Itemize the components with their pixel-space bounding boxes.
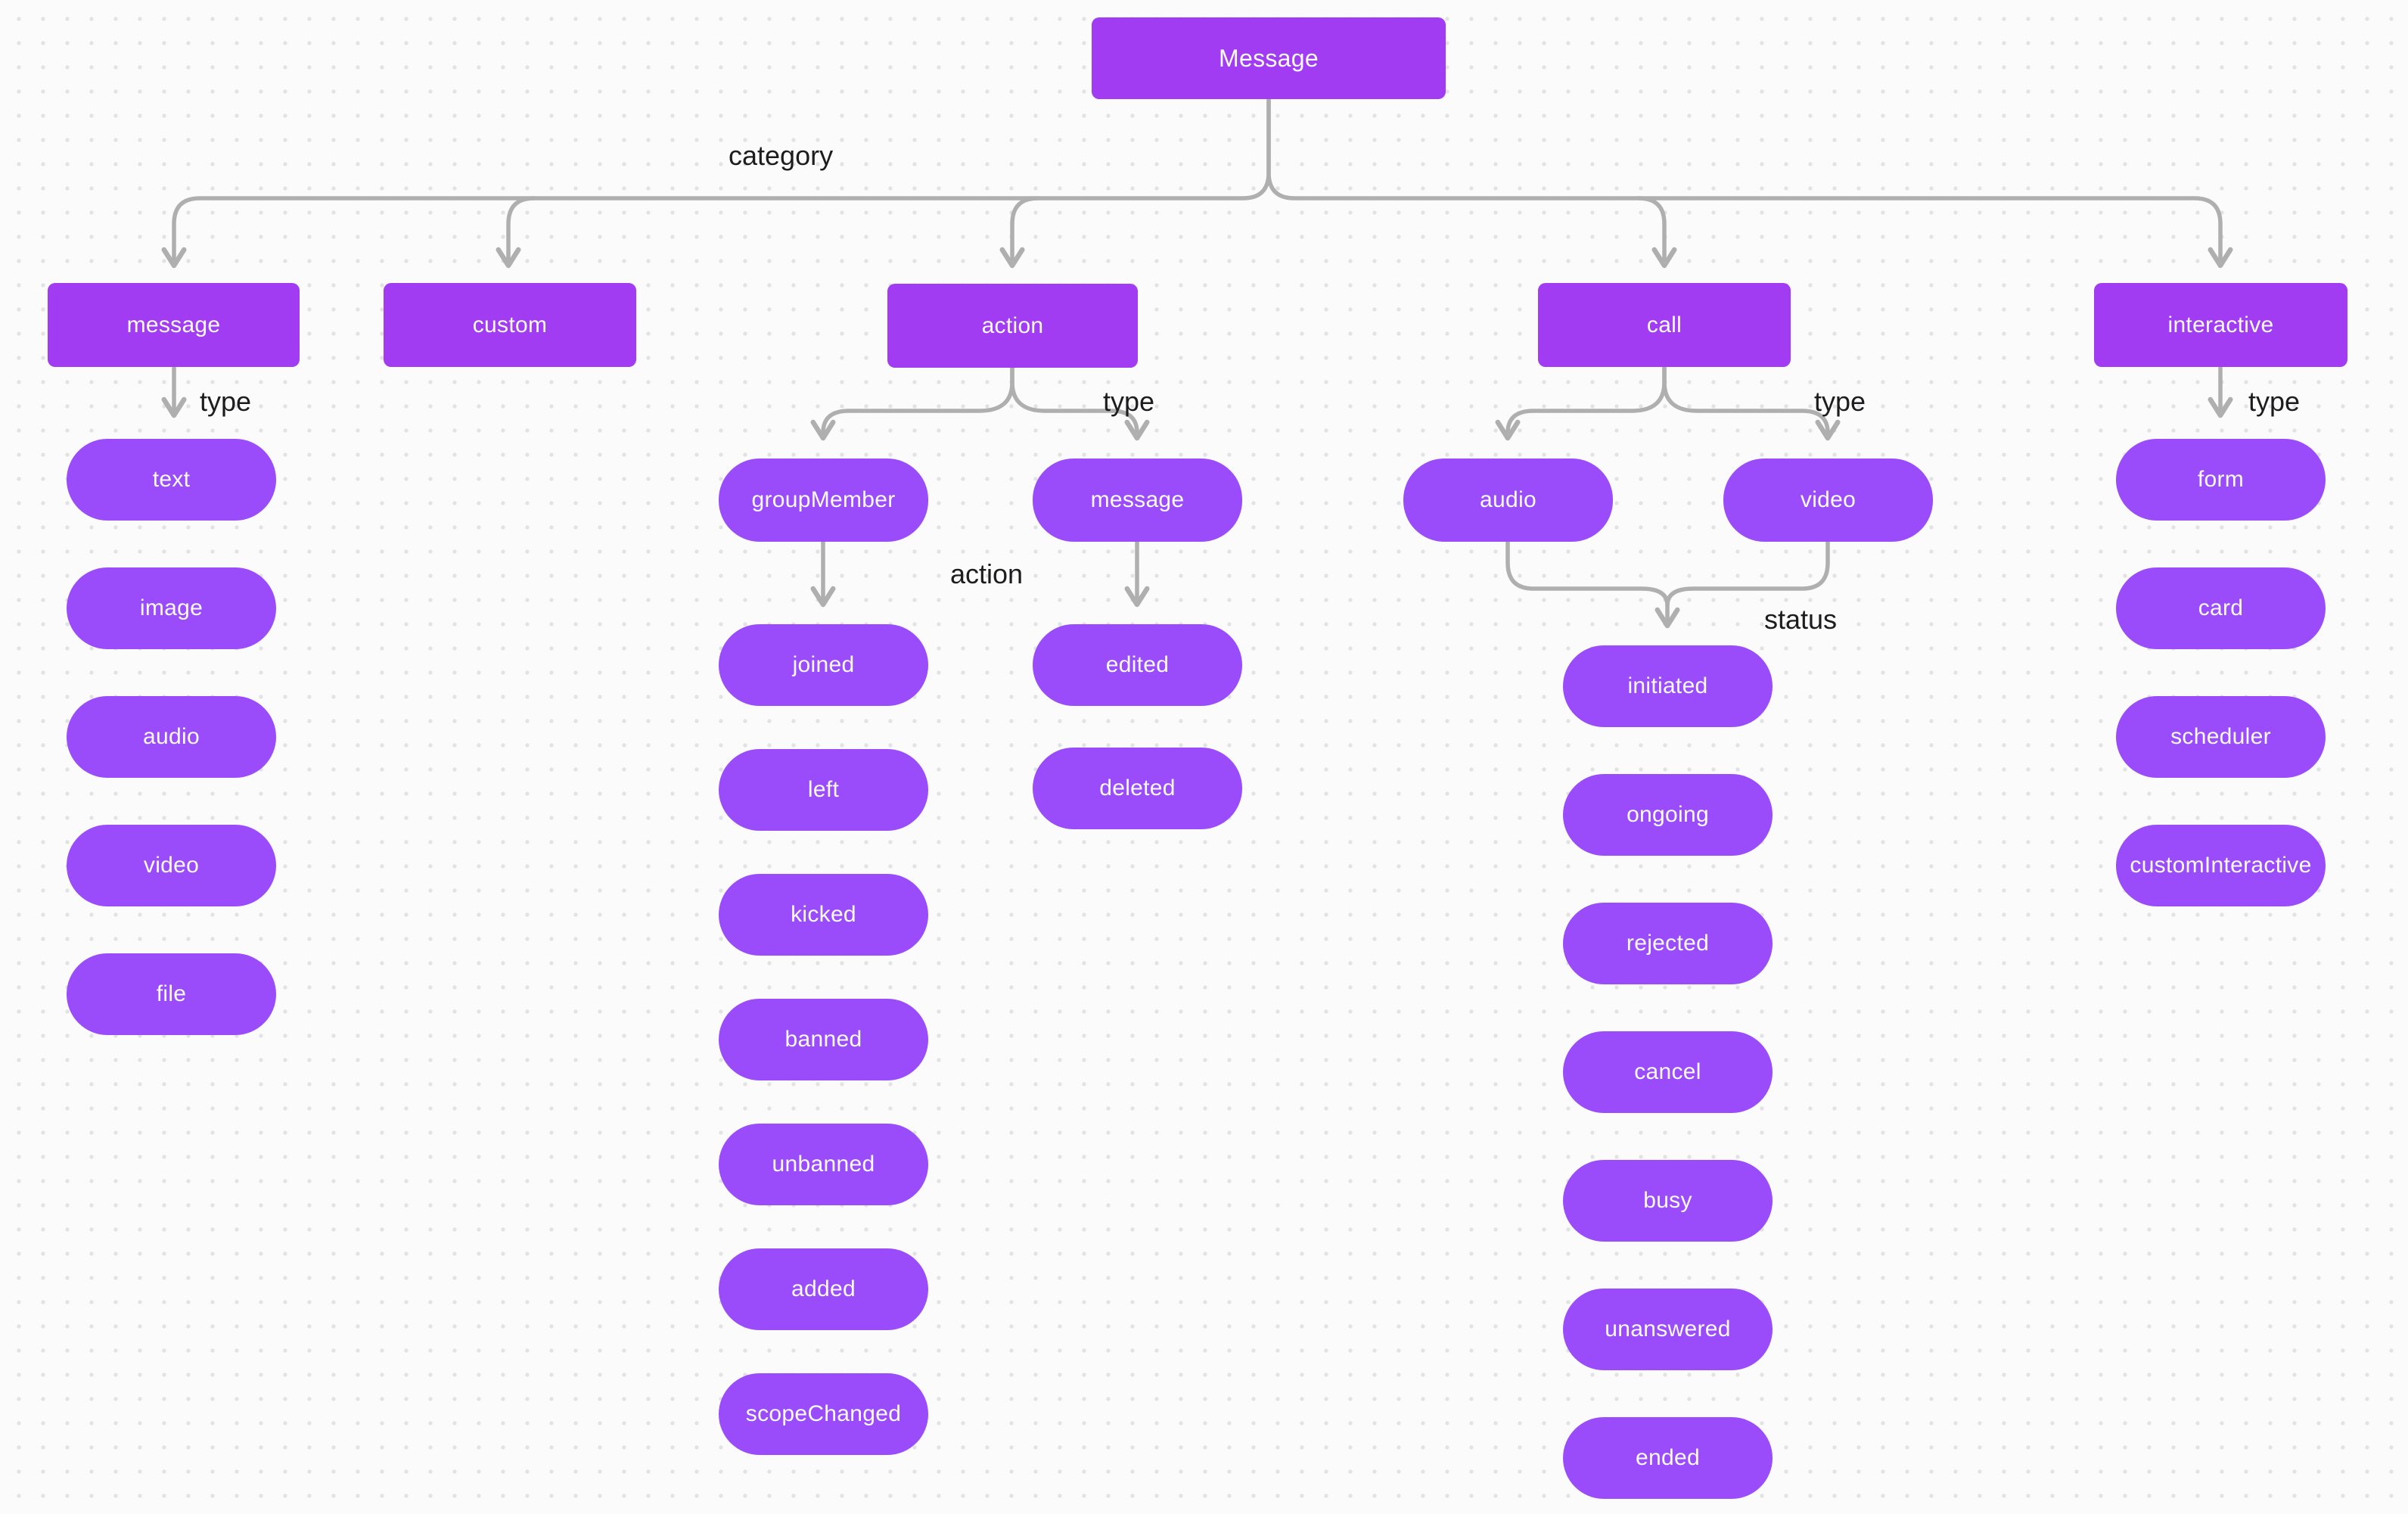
connector-action-to-message (1010, 365, 1150, 441)
node-type-custominteractive[interactable]: customInteractive (2116, 825, 2326, 906)
node-status-ended[interactable]: ended (1563, 1417, 1773, 1499)
node-action-unbanned[interactable]: unbanned (719, 1124, 928, 1205)
edge-label-status[interactable]: status (1764, 604, 1838, 635)
node-action-kicked[interactable]: kicked (719, 874, 928, 956)
connector-trunk-to-custom (496, 196, 536, 269)
node-category-custom[interactable]: custom (384, 283, 636, 367)
node-action-scopechanged[interactable]: scopeChanged (719, 1373, 928, 1455)
node-type-call-audio[interactable]: audio (1403, 459, 1613, 542)
connector-action-to-groupmember (810, 365, 1014, 441)
edge-label-type-action[interactable]: type (1103, 386, 1155, 417)
edge-label-category[interactable]: category (729, 140, 834, 171)
node-status-busy[interactable]: busy (1563, 1160, 1773, 1242)
edge-label-type-message[interactable]: type (200, 386, 252, 417)
node-status-initiated[interactable]: initiated (1563, 645, 1773, 727)
node-action-left[interactable]: left (719, 749, 928, 831)
node-type-form[interactable]: form (2116, 439, 2326, 521)
edge-label-type-call[interactable]: type (1814, 386, 1866, 417)
node-action-joined[interactable]: joined (719, 624, 928, 706)
node-type-groupmember[interactable]: groupMember (719, 459, 928, 542)
node-type-scheduler[interactable]: scheduler (2116, 696, 2326, 778)
node-action-added[interactable]: added (719, 1248, 928, 1330)
node-type-video[interactable]: video (67, 825, 276, 906)
node-type-call-video[interactable]: video (1723, 459, 1933, 542)
connector-trunk-to-action (999, 196, 1040, 269)
node-category-action[interactable]: action (887, 284, 1138, 368)
node-status-unanswered[interactable]: unanswered (1563, 1289, 1773, 1370)
node-action-deleted[interactable]: deleted (1033, 748, 1242, 829)
node-action-edited[interactable]: edited (1033, 624, 1242, 706)
connector-call-to-audio (1495, 365, 1667, 441)
node-type-file[interactable]: file (67, 953, 276, 1035)
connector-trunk-to-call (1636, 196, 1677, 269)
node-category-call[interactable]: call (1538, 283, 1791, 367)
connector-root-to-interactive (1266, 97, 2233, 269)
node-root-message[interactable]: Message (1092, 17, 1446, 99)
node-type-image[interactable]: image (67, 567, 276, 649)
edge-label-type-interactive[interactable]: type (2248, 386, 2301, 417)
connector-video-merge-to-initiated (1655, 539, 1830, 629)
node-status-rejected[interactable]: rejected (1563, 903, 1773, 984)
node-category-message[interactable]: message (48, 283, 300, 367)
node-type-card[interactable]: card (2116, 567, 2326, 649)
node-action-banned[interactable]: banned (719, 999, 928, 1080)
node-category-interactive[interactable]: interactive (2094, 283, 2347, 367)
connector-audio-merge (1505, 539, 1670, 608)
node-type-audio[interactable]: audio (67, 696, 276, 778)
edge-label-action[interactable]: action (950, 558, 1024, 589)
node-status-ongoing[interactable]: ongoing (1563, 774, 1773, 856)
node-status-cancel[interactable]: cancel (1563, 1031, 1773, 1113)
connector-root-to-message (161, 97, 1271, 269)
node-type-message[interactable]: message (1033, 459, 1242, 542)
connector-call-to-video (1662, 365, 1841, 441)
node-type-text[interactable]: text (67, 439, 276, 521)
